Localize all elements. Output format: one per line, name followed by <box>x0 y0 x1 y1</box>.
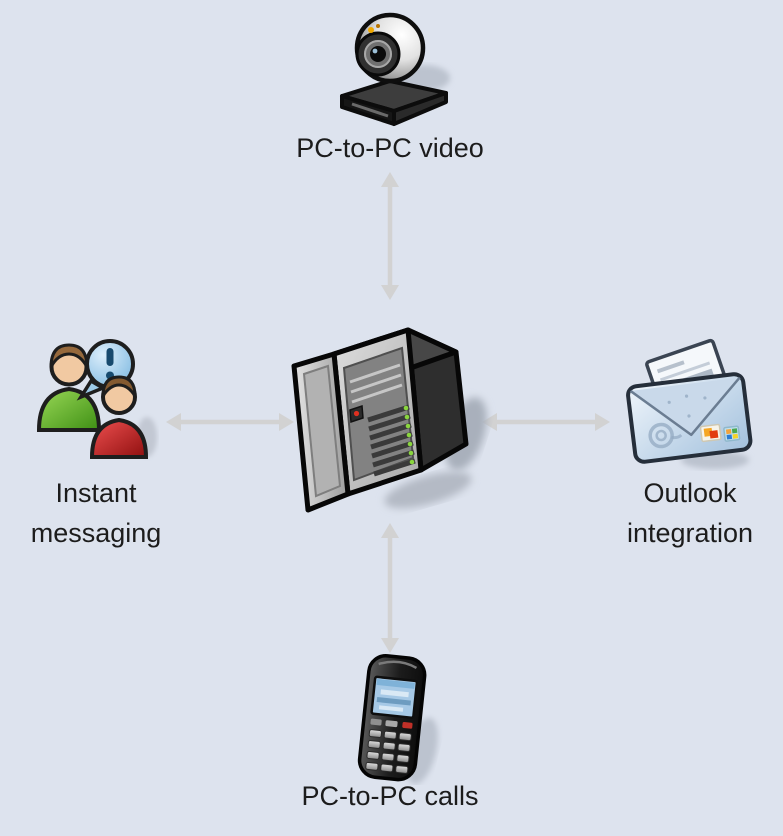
arrow-top-vertical <box>377 171 403 301</box>
webcam-icon <box>330 10 460 132</box>
arrow-bottom-vertical <box>377 522 403 654</box>
label-pc-to-pc-video: PC-to-PC video <box>296 133 484 163</box>
arrow-left-horizontal <box>165 409 295 435</box>
arrow-right-horizontal <box>481 409 611 435</box>
label-instant-messaging-line2: messaging <box>30 518 162 548</box>
label-instant-messaging: Instant messaging <box>0 473 192 553</box>
label-instant-messaging-line1: Instant <box>55 478 137 508</box>
label-pc-to-pc-calls: PC-to-PC calls <box>301 781 479 811</box>
server-tower-icon <box>278 302 513 520</box>
label-outlook-integration: Outlook integration <box>594 473 783 553</box>
label-outlook-integration-line1: Outlook <box>643 478 737 508</box>
email-envelope-icon <box>623 338 755 476</box>
instant-messaging-people-icon <box>25 333 163 471</box>
mobile-phone-icon <box>338 653 453 785</box>
label-outlook-integration-line2: integration <box>626 518 754 548</box>
